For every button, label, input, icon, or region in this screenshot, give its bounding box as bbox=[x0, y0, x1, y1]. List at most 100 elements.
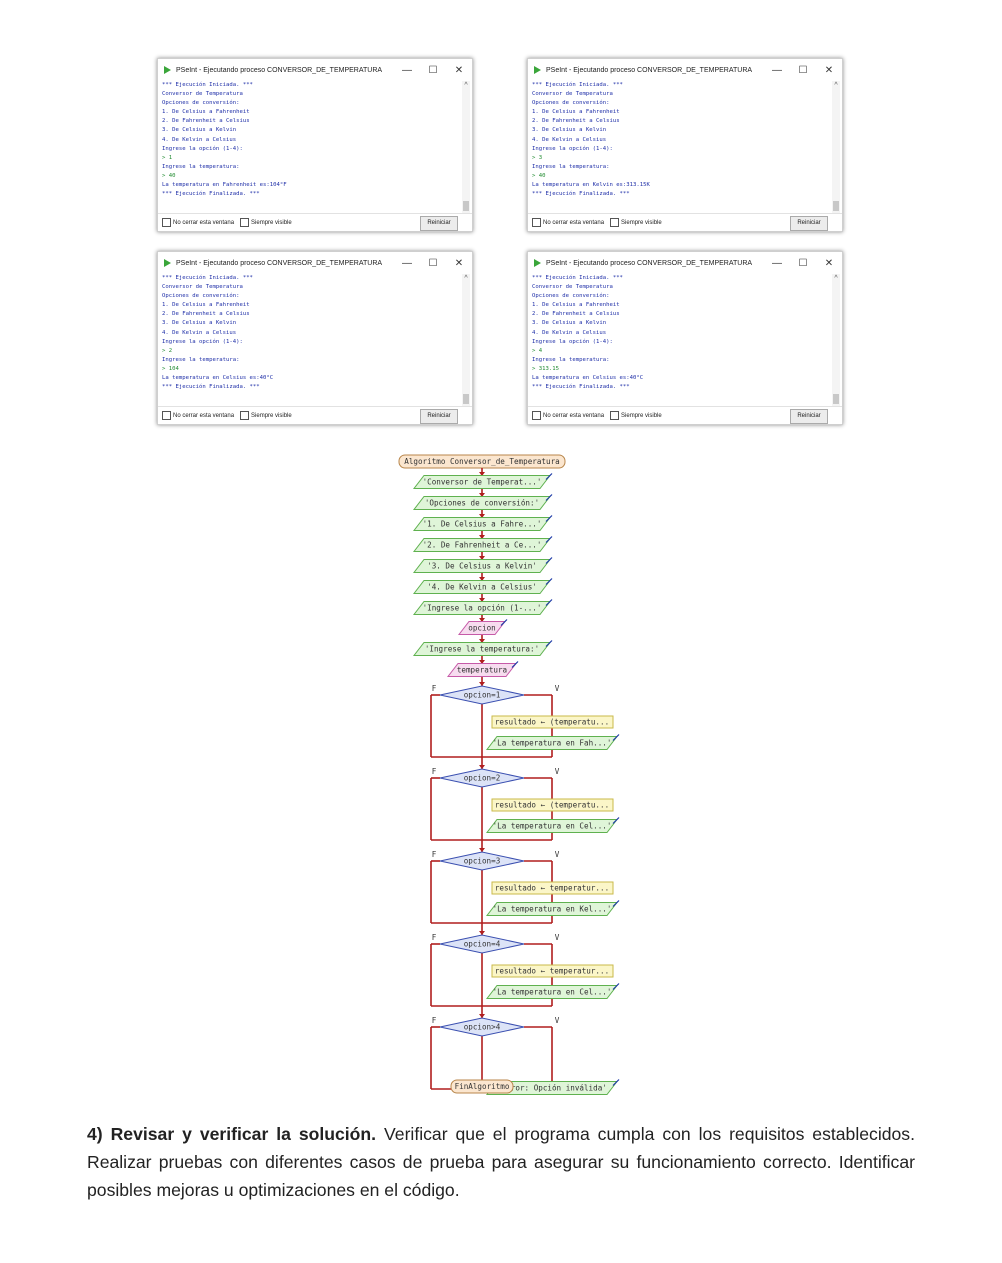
maximize-button[interactable]: ☐ bbox=[428, 64, 438, 76]
output-node-label: 'La temperatura en Cel...' bbox=[493, 988, 612, 997]
output-arrow-icon bbox=[500, 619, 508, 626]
window-title: PSeInt - Ejecutando proceso CONVERSOR_DE… bbox=[176, 259, 383, 267]
console-line: Ingrese la temperatura: bbox=[162, 356, 240, 363]
false-label: F bbox=[432, 933, 437, 942]
no-cerrar-label: No cerrar esta ventana bbox=[173, 219, 235, 226]
no-cerrar-checkbox[interactable] bbox=[532, 411, 541, 420]
console-line: 4. De Kelvin a Celsius bbox=[532, 329, 607, 336]
console-output: *** Ejecución Iniciada. ***Conversor de … bbox=[532, 81, 828, 211]
flow-arrow bbox=[479, 598, 485, 602]
scroll-thumb[interactable] bbox=[463, 201, 469, 211]
flow-arrow bbox=[479, 577, 485, 581]
close-button[interactable]: ✕ bbox=[454, 257, 464, 269]
console-line: 3. De Celsius a Kelvin bbox=[162, 127, 237, 134]
siempre-visible-label: Siempre visible bbox=[251, 412, 292, 419]
maximize-button[interactable]: ☐ bbox=[798, 257, 808, 269]
no-cerrar-checkbox[interactable] bbox=[532, 218, 541, 227]
maximize-button[interactable]: ☐ bbox=[798, 64, 808, 76]
console-line: Ingrese la opción (1-4): bbox=[162, 145, 243, 152]
console-output: *** Ejecución Iniciada. ***Conversor de … bbox=[162, 81, 458, 211]
reiniciar-button[interactable]: Reiniciar bbox=[790, 216, 828, 231]
maximize-button[interactable]: ☐ bbox=[428, 257, 438, 269]
flow-arrow bbox=[479, 556, 485, 560]
window-titlebar[interactable]: PSeInt - Ejecutando proceso CONVERSOR_DE… bbox=[158, 59, 472, 81]
siempre-visible-checkbox[interactable] bbox=[240, 411, 250, 420]
output-node-label: 'La temperatura en Cel...' bbox=[493, 822, 612, 831]
decision-label: opcion=2 bbox=[464, 774, 501, 783]
scroll-up-icon[interactable]: ^ bbox=[834, 82, 838, 89]
console-line: 1. De Celsius a Fahrenheit bbox=[162, 109, 250, 116]
minimize-button[interactable]: — bbox=[772, 257, 782, 269]
no-cerrar-checkbox[interactable] bbox=[162, 218, 171, 227]
output-arrow-icon bbox=[545, 515, 553, 522]
reiniciar-button[interactable]: Reiniciar bbox=[420, 409, 458, 424]
section-body: Verificar que el programa cumpla con los… bbox=[87, 1124, 915, 1200]
console-line: 4. De Kelvin a Celsius bbox=[162, 136, 237, 143]
scrollbar[interactable]: ^ bbox=[462, 81, 470, 213]
reiniciar-button[interactable]: Reiniciar bbox=[420, 216, 458, 231]
siempre-visible-checkbox[interactable] bbox=[610, 218, 620, 227]
scrollbar[interactable]: ^ bbox=[462, 274, 470, 406]
scroll-thumb[interactable] bbox=[463, 394, 469, 404]
scroll-up-icon[interactable]: ^ bbox=[464, 275, 468, 282]
output-node bbox=[412, 475, 552, 489]
start-terminal-label: Algoritmo Conversor_de_Temperatura bbox=[404, 457, 559, 466]
console-line: 2. De Fahrenheit a Celsius bbox=[162, 118, 250, 125]
window-title: PSeInt - Ejecutando proceso CONVERSOR_DE… bbox=[176, 66, 383, 74]
false-label: F bbox=[432, 1016, 437, 1025]
scroll-up-icon[interactable]: ^ bbox=[834, 275, 838, 282]
siempre-visible-checkbox[interactable] bbox=[610, 411, 620, 420]
console-line: > 1 bbox=[162, 154, 173, 161]
console-line: 2. De Fahrenheit a Celsius bbox=[532, 311, 620, 318]
scrollbar[interactable]: ^ bbox=[832, 274, 840, 406]
output-node bbox=[412, 642, 552, 656]
output-node-label: '3. De Celsius a Kelvin' bbox=[427, 562, 537, 571]
scroll-up-icon[interactable]: ^ bbox=[464, 82, 468, 89]
console-line: Opciones de conversión: bbox=[532, 100, 610, 107]
output-arrow-icon bbox=[612, 983, 620, 990]
minimize-button[interactable]: — bbox=[402, 64, 412, 76]
no-cerrar-checkbox[interactable] bbox=[162, 411, 171, 420]
output-node-label: 'La temperatura en Fah...' bbox=[493, 739, 612, 748]
window-titlebar[interactable]: PSeInt - Ejecutando proceso CONVERSOR_DE… bbox=[158, 252, 472, 274]
scroll-thumb[interactable] bbox=[833, 394, 839, 404]
output-node-label: 'Error: Opción inválida' bbox=[497, 1084, 607, 1093]
minimize-button[interactable]: — bbox=[772, 64, 782, 76]
window-titlebar[interactable]: PSeInt - Ejecutando proceso CONVERSOR_DE… bbox=[528, 59, 842, 81]
output-node bbox=[412, 580, 552, 594]
console-line: *** Ejecución Finalizada. *** bbox=[532, 384, 630, 391]
close-button[interactable]: ✕ bbox=[824, 64, 834, 76]
siempre-visible-checkbox[interactable] bbox=[240, 218, 250, 227]
scroll-thumb[interactable] bbox=[833, 201, 839, 211]
minimize-button[interactable]: — bbox=[402, 257, 412, 269]
flow-arrow bbox=[479, 514, 485, 518]
flow-arrow bbox=[479, 765, 485, 769]
output-node bbox=[412, 559, 552, 573]
output-node-label: '2. De Fahrenheit a Ce...' bbox=[423, 541, 542, 550]
siempre-visible-label: Siempre visible bbox=[621, 412, 662, 419]
section-paragraph: 4) Revisar y verificar la solución. Veri… bbox=[87, 1120, 915, 1204]
output-node bbox=[412, 538, 552, 552]
assign-label: resultado ← (temperatu... bbox=[495, 801, 609, 810]
output-arrow-icon bbox=[545, 578, 553, 585]
end-terminal bbox=[450, 1079, 514, 1094]
window-titlebar[interactable]: PSeInt - Ejecutando proceso CONVERSOR_DE… bbox=[528, 252, 842, 274]
output-arrow-icon bbox=[545, 536, 553, 543]
input-node bbox=[457, 621, 507, 635]
reiniciar-button[interactable]: Reiniciar bbox=[790, 409, 828, 424]
flow-arrow bbox=[479, 493, 485, 497]
scrollbar[interactable]: ^ bbox=[832, 81, 840, 213]
console-window-3: PSeInt - Ejecutando proceso CONVERSOR_DE… bbox=[157, 251, 473, 425]
close-button[interactable]: ✕ bbox=[454, 64, 464, 76]
assign-label: resultado ← temperatur... bbox=[495, 967, 609, 976]
console-line: Conversor de Temperatura bbox=[162, 284, 243, 291]
output-node bbox=[412, 601, 552, 615]
console-line: 1. De Celsius a Fahrenheit bbox=[532, 109, 620, 116]
decision-label: opcion=3 bbox=[464, 857, 501, 866]
console-line: Ingrese la opción (1-4): bbox=[162, 338, 243, 345]
flow-arrow bbox=[479, 618, 485, 622]
output-node-label: 'Conversor de Temperat...' bbox=[423, 478, 542, 487]
console-line: La temperatura en Celsius es:40°C bbox=[162, 375, 274, 382]
close-button[interactable]: ✕ bbox=[824, 257, 834, 269]
